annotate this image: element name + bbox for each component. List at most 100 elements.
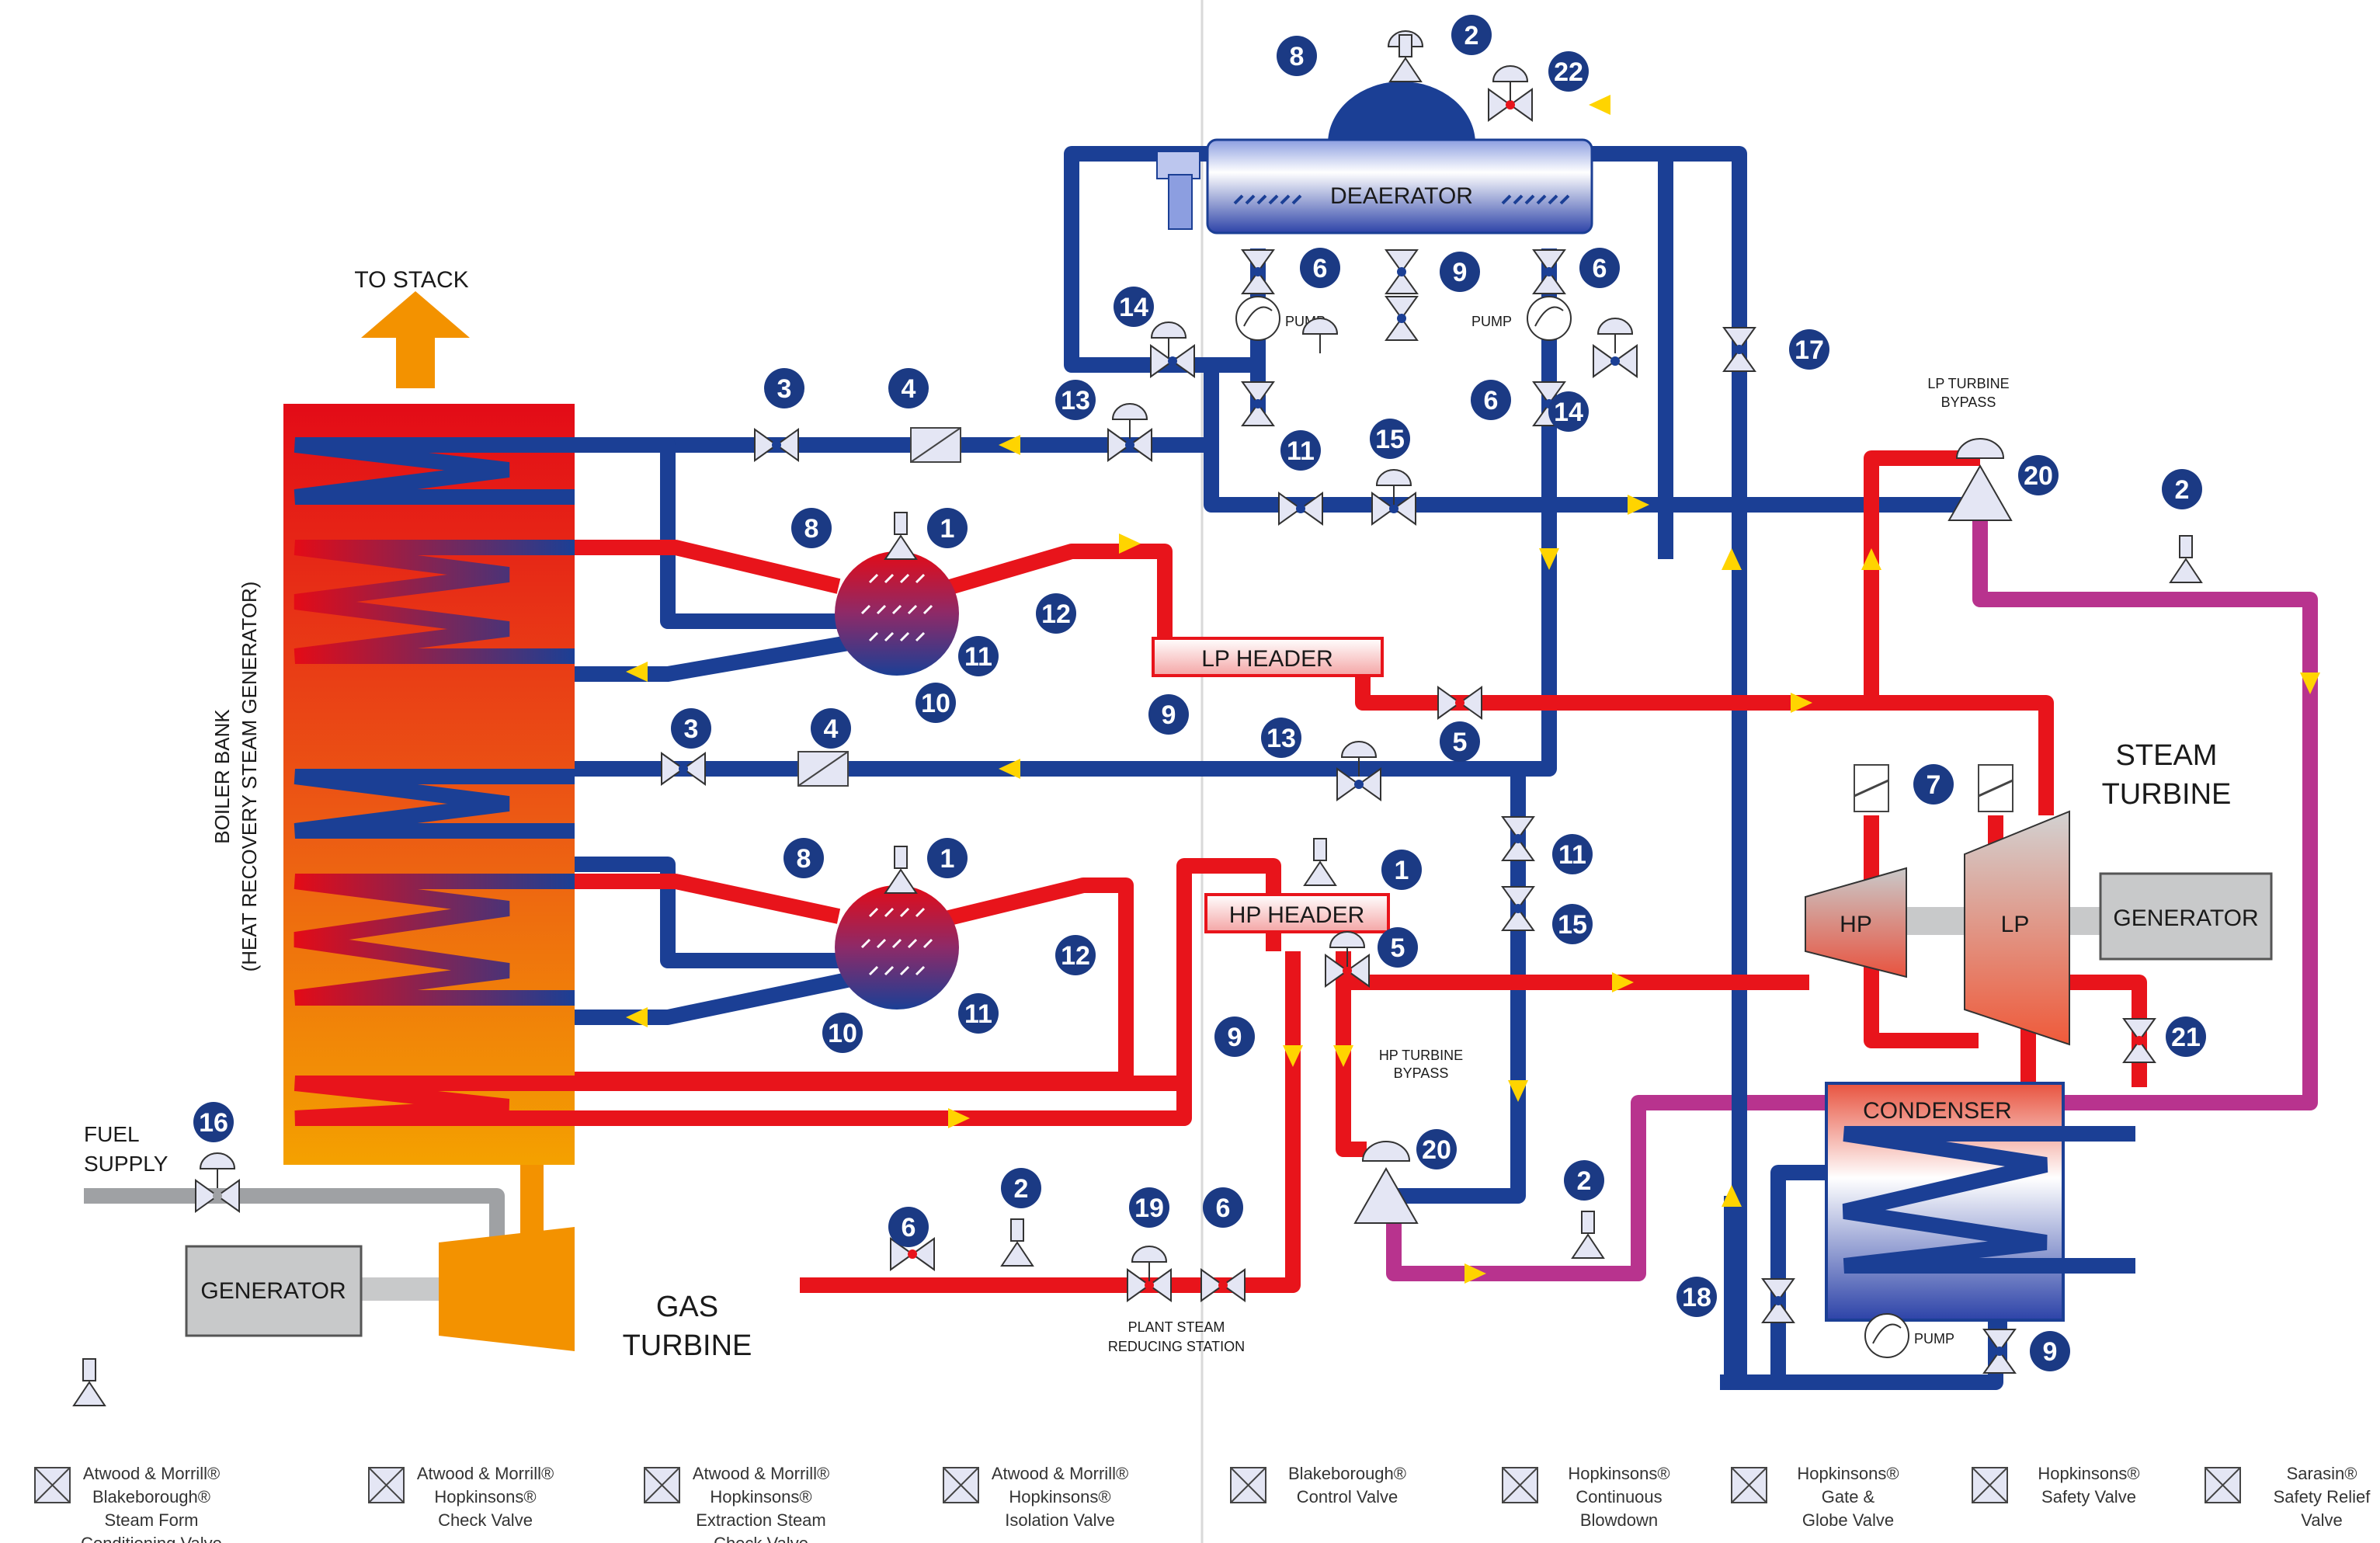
hrsg-label: (HEAT RECOVERY STEAM GENERATOR)	[238, 582, 261, 972]
badge-number: 18	[1682, 1283, 1711, 1312]
flow-arrow	[1508, 1080, 1528, 1102]
legend-label: Check Valve	[438, 1510, 533, 1530]
valve-number-badge: 10	[916, 683, 956, 723]
valve-number-badge: 12	[1036, 593, 1076, 634]
valve-number-badge: 15	[1370, 419, 1410, 459]
valve-symbol	[1107, 428, 1152, 462]
badge-number: 5	[1391, 933, 1405, 963]
steam-turbine-label-1: STEAM	[2116, 739, 2218, 772]
legend-label: Safety Relief	[2274, 1487, 2371, 1507]
badge-number: 1	[940, 844, 955, 874]
pump-symbol	[1527, 296, 1572, 341]
valve-symbol	[1488, 88, 1533, 122]
valve-number-badge: 11	[958, 993, 999, 1034]
valve-symbol	[1385, 249, 1419, 294]
flow-arrow	[1722, 1185, 1742, 1207]
pump-label-3: PUMP	[1914, 1331, 1954, 1347]
fuel-label-1: FUEL	[84, 1122, 140, 1146]
legend-label: Safety Valve	[2041, 1487, 2136, 1507]
hp-economizer-coil	[294, 769, 575, 839]
valve-number-badge: 11	[1552, 834, 1593, 874]
legend-label: Atwood & Morrill®	[693, 1464, 829, 1483]
flow-arrow	[626, 662, 648, 682]
legend-item: Hopkinsons®Gate &Globe Valve	[1731, 1464, 1899, 1530]
valve-symbol	[1854, 764, 1889, 812]
valve-symbol	[1371, 492, 1416, 526]
valve-number-badge: 13	[1055, 380, 1096, 420]
valve-number-badge: 1	[927, 838, 968, 878]
safety-valve	[2169, 535, 2203, 583]
legend-label: Atwood & Morrill®	[417, 1464, 554, 1483]
valve-number-badge: 3	[764, 368, 804, 408]
valve-symbol	[1437, 686, 1482, 720]
legend-label: Conditioning Valve	[81, 1534, 222, 1543]
valve-symbol	[890, 1237, 935, 1271]
hp-turbine-label: HP	[1840, 912, 1872, 937]
valve-symbol	[1501, 886, 1535, 931]
pump-symbol	[1235, 296, 1280, 341]
valve-symbol	[1501, 816, 1535, 861]
legend-label: Check Valve	[714, 1534, 808, 1543]
valve-symbol	[2122, 1018, 2156, 1063]
legend-label: Hopkinsons®	[1797, 1464, 1899, 1483]
valve-number-badge: 9	[1214, 1017, 1255, 1057]
valve-number-badge: 21	[2166, 1017, 2206, 1057]
legend-label: Valve	[2301, 1510, 2342, 1530]
valve-symbol	[195, 1179, 240, 1213]
flow-arrow	[948, 1108, 970, 1128]
badge-number: 6	[1216, 1194, 1231, 1223]
bypass-conditioning-valve	[1353, 1141, 1419, 1224]
lp-turbine	[1964, 810, 2070, 1046]
gas-turbine	[439, 1227, 575, 1351]
hp-turbine	[1805, 867, 1907, 978]
valve-symbol	[1150, 344, 1195, 378]
gas-generator-label: GENERATOR	[200, 1278, 346, 1304]
valve-symbol	[1532, 249, 1566, 294]
pumps	[1235, 296, 1909, 1358]
badge-number: 12	[1041, 599, 1071, 629]
valve-symbol	[1761, 1278, 1795, 1323]
hp-riser-return	[575, 969, 864, 1025]
valve-symbol	[1278, 492, 1323, 526]
steam-generator	[2099, 872, 2273, 961]
gas-generator	[185, 1245, 363, 1337]
flow-arrow	[1283, 1045, 1303, 1067]
badge-number: 15	[1375, 425, 1405, 454]
valve-number-badge: 7	[1913, 764, 1954, 805]
legend-label: Globe Valve	[1802, 1510, 1894, 1530]
badge-number: 9	[1162, 700, 1176, 730]
badge-number: 5	[1453, 728, 1468, 757]
valve-number-badge: 5	[1440, 721, 1480, 762]
safety-valve	[1000, 1218, 1034, 1267]
valve-number-badge: 2	[1451, 15, 1492, 55]
legend: Atwood & Morrill®Blakeborough®Steam Form…	[34, 1464, 2371, 1543]
deaerator-vessel	[1206, 138, 1593, 235]
legend-label: Sarasin®	[2287, 1464, 2357, 1483]
valve-number-badge: 9	[1148, 694, 1189, 735]
control-valve-actuator	[1329, 931, 1366, 967]
badge-number: 6	[902, 1213, 916, 1242]
valve-symbol	[1593, 344, 1638, 378]
superheater-coil	[294, 1076, 575, 1126]
lp-bypass-label-1: LP TURBINE	[1927, 376, 2009, 391]
deaerator-trays	[1233, 194, 1570, 205]
control-valve-actuator	[1340, 741, 1378, 777]
valve-number-badge: 9	[2030, 1331, 2070, 1371]
legend-label: Continuous	[1576, 1487, 1662, 1507]
badge-number: 9	[1228, 1023, 1242, 1052]
valve-symbol	[1385, 296, 1419, 341]
valve-number-badge: 4	[811, 708, 851, 749]
legend-label: Blakeborough®	[92, 1487, 210, 1507]
valve-number-badge: 2	[1564, 1160, 1604, 1201]
valves	[72, 30, 2203, 1406]
badge-number: 19	[1134, 1194, 1164, 1223]
legend-label: Extraction Steam	[696, 1510, 826, 1530]
flow-arrow	[1791, 693, 1812, 713]
valve-number-badge: 6	[1579, 248, 1620, 288]
valve-number-badge: 18	[1676, 1277, 1717, 1317]
hp-evaporator-coil	[294, 874, 575, 1006]
legend-label: Hopkinsons®	[710, 1487, 811, 1507]
badge-number: 2	[2175, 475, 2190, 505]
lp-header	[1152, 637, 1384, 677]
